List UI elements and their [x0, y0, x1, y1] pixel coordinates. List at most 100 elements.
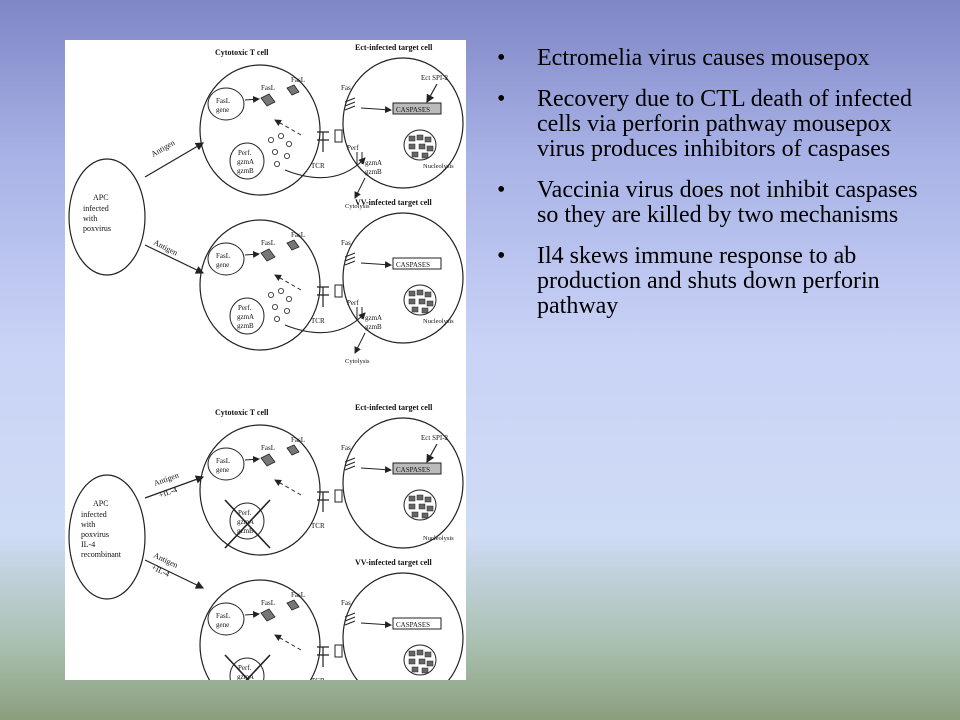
fasl-gene-label: gene [216, 106, 229, 114]
apc-bottom-line: infected [81, 510, 107, 519]
il4-label: +IL-4 [158, 485, 179, 500]
chromatin-fragment [408, 495, 416, 502]
chromatin-fragment [408, 298, 416, 305]
perf-channel-label: Perf [347, 299, 359, 307]
chromatin-fragment [408, 658, 416, 665]
panel-heading-right: Ect-infected target cell [355, 403, 433, 412]
fasl-label: FasL [291, 231, 305, 239]
chromatin-fragment [411, 511, 419, 518]
fasl-protein [260, 93, 276, 107]
apc-top-line: poxvirus [83, 224, 111, 233]
gzm-label: gzmB [365, 323, 382, 331]
granzyme-path [284, 312, 366, 334]
ctl-cell [199, 579, 321, 680]
tcr-label: TCR [311, 317, 325, 325]
cytolysis-label: Cytolysis [345, 203, 370, 210]
mhc-receptor [334, 644, 343, 658]
granule-dot [273, 161, 280, 168]
perf-label: Perf. [238, 664, 252, 672]
perf-label: Perf. [238, 149, 252, 157]
mhc-receptor [334, 129, 343, 143]
diagram-figure: APC infected with poxvirus APC infected … [65, 40, 466, 680]
fasl-membrane [286, 239, 300, 251]
fas-label: Fas [341, 444, 351, 452]
granule-dot [267, 137, 274, 144]
gzm-label: gzmB [365, 168, 382, 176]
bullet-dot: • [497, 243, 506, 269]
chromatin-fragment [408, 143, 416, 150]
panel-3: Cytotoxic T cell Ect-infected target cell… [199, 403, 464, 556]
target-cell [342, 57, 464, 189]
fas-receptor [344, 612, 356, 626]
bullet-item: •Vaccinia virus does not inhibit caspase… [497, 178, 937, 228]
chromatin-fragment [418, 298, 426, 305]
chromatin-fragment [421, 512, 429, 519]
perf-channel-label: Perf [347, 144, 359, 152]
chromatin-fragment [416, 134, 424, 141]
apc-bottom-line: recombinant [81, 550, 122, 559]
tcr-receptor [317, 491, 329, 512]
chromatin-fragment [421, 307, 429, 314]
granule-dot [271, 149, 278, 156]
fasl-label: FasL [291, 591, 305, 599]
fas-receptor [344, 457, 356, 471]
fasl-gene-label: FasL [216, 252, 230, 260]
panel-heading-right: VV-infected target cell [355, 558, 432, 567]
ctl-cell [199, 424, 321, 556]
chromatin-fragment [426, 300, 434, 307]
chromatin-fragment [418, 503, 426, 510]
chromatin-fragment [421, 152, 429, 159]
cytolysis-label: Cytolysis [345, 358, 370, 365]
fas-label: Fas [341, 84, 351, 92]
chromatin-fragment [424, 651, 432, 658]
granule-dot [283, 308, 290, 315]
caspase-label: CASPASES [396, 466, 430, 474]
fas-label: Fas [341, 599, 351, 607]
tcr-label: TCR [311, 162, 325, 170]
target-nucleus [403, 129, 437, 161]
target-nucleus [403, 284, 437, 316]
perforin-granule [229, 297, 265, 335]
fasl-gene-label: FasL [216, 97, 230, 105]
fasl-gene-label: FasL [216, 612, 230, 620]
chromatin-fragment [416, 649, 424, 656]
tcr-label: TCR [311, 522, 325, 530]
caspase-box [392, 102, 442, 115]
blocked-cross [224, 499, 271, 549]
panel-heading-left: Cytotoxic T cell [215, 408, 269, 417]
panel-heading-left: Cytotoxic T cell [215, 48, 269, 57]
caspase-label: CASPASES [396, 621, 430, 629]
granule-dot [267, 292, 274, 299]
chromatin-fragment [426, 145, 434, 152]
fasl-protein [260, 608, 276, 622]
inhibitor-label: Ect SPI-2 [421, 74, 449, 82]
fasl-gene-label: FasL [216, 457, 230, 465]
fasl-gene-nucleus [207, 602, 245, 636]
tcr-receptor [317, 286, 329, 307]
panel-4: VV-infected target cellFasLgeneFasLFasLP… [199, 558, 464, 680]
ctl-cell [199, 64, 321, 196]
apc-top-line: infected [83, 204, 109, 213]
apc-top: APC infected with poxvirus [68, 158, 146, 276]
fasl-label: FasL [291, 76, 305, 84]
caspase-box [392, 257, 442, 270]
tcr-receptor [317, 131, 329, 152]
caspase-box [392, 462, 442, 475]
fasl-protein [260, 453, 276, 467]
chromatin-fragment [411, 151, 419, 158]
fasl-membrane [286, 444, 300, 456]
chromatin-fragment [421, 667, 429, 674]
granule-dot [277, 288, 284, 295]
bullet-dot: • [497, 177, 506, 203]
nucleolysis-label: Nucleolysis [423, 163, 454, 170]
diagram-svg: APC infected with poxvirus APC infected … [68, 43, 464, 680]
bullet-text: Il4 skews immune response to ab producti… [537, 243, 880, 319]
bullet-dot: • [497, 45, 506, 71]
target-cell [342, 212, 464, 344]
mhc-receptor [334, 284, 343, 298]
caspase-box [392, 617, 442, 630]
apc-bottom-line: poxvirus [81, 530, 109, 539]
fasl-gene-label: gene [216, 466, 229, 474]
panel-heading-right: VV-infected target cell [355, 198, 432, 207]
